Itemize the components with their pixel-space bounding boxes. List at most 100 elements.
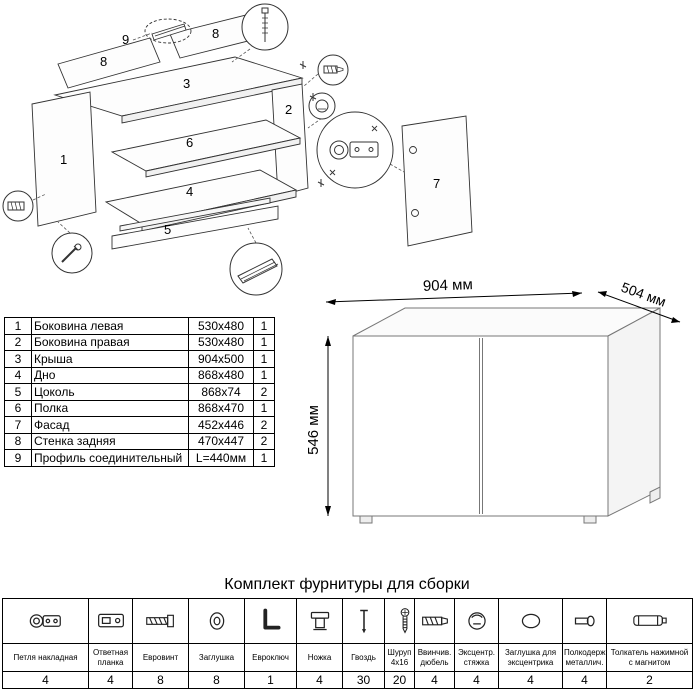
part-label-5: 5 (164, 222, 171, 237)
callout-cam-small (308, 92, 336, 120)
hardware-item-qty: 4 (414, 671, 455, 689)
part-qty: 1 (253, 366, 275, 384)
leader-line (307, 117, 323, 129)
hardware-item-qty: 4 (88, 671, 133, 689)
pushlatch-icon (606, 598, 693, 644)
leader-line (247, 227, 257, 244)
part-size: 452x446 (188, 416, 254, 434)
part-qty: 2 (253, 383, 275, 401)
dowel-icon (414, 598, 455, 644)
part-number: 8 (4, 432, 32, 450)
hardware-icons-row (2, 598, 693, 644)
part-label-7: 7 (433, 176, 440, 191)
hardware-item-qty: 4 (296, 671, 343, 689)
part-size: 470x447 (188, 432, 254, 450)
hexkey-icon (244, 598, 297, 644)
cabinet-drawing (352, 307, 661, 524)
part-label-8a: 8 (100, 54, 107, 69)
euroscrew-icon (132, 598, 189, 644)
hardware-item-qty: 20 (384, 671, 415, 689)
hardware-item-name: Петля накладная (2, 643, 89, 672)
hardware-item-name: Шуруп 4x16 (384, 643, 415, 672)
part-size: 868x470 (188, 399, 254, 417)
exploded-view-diagram: 1 2 3 4 5 6 7 8 8 9 (2, 3, 473, 296)
leader-line (389, 163, 405, 173)
part-name: Боковина левая (31, 317, 189, 335)
hardware-item-name: Полкодерж. металлич. (562, 643, 608, 672)
hardware-item-name: Ответная планка (88, 643, 133, 672)
dimension-height: 546 мм (305, 336, 331, 516)
part-qty: 1 (253, 333, 275, 351)
dimension-width: 904 мм (325, 278, 583, 305)
panel-top (53, 56, 304, 124)
part-label-4: 4 (186, 184, 193, 199)
part-label-2: 2 (285, 102, 292, 117)
part-number: 3 (4, 350, 32, 368)
hardware-item-name: Евровинт (132, 643, 189, 672)
hinge-icon (2, 598, 89, 644)
part-name: Дно (31, 366, 189, 384)
part-size: 868x74 (188, 383, 254, 401)
panel-back-left (57, 37, 161, 89)
hardware-item-name: Евроключ (244, 643, 297, 672)
hardware-item-name: Заглушка для эксцентрика (498, 643, 563, 672)
part-name: Профиль соединительный (31, 449, 189, 467)
connecting-profile (144, 18, 192, 44)
hardware-item-name: Толкатель нажимной с магнитом (606, 643, 693, 672)
part-name: Фасад (31, 416, 189, 434)
hardware-item-qty: 8 (132, 671, 189, 689)
hardware-item-name: Гвоздь (342, 643, 385, 672)
callout-screw-bottom-left (51, 232, 93, 274)
part-name: Цоколь (31, 383, 189, 401)
part-qty: 1 (253, 399, 275, 417)
plate-icon (88, 598, 133, 644)
svg-text:546 мм: 546 мм (305, 405, 322, 455)
hardware-item-qty: 4 (562, 671, 607, 689)
leader-line (231, 48, 251, 63)
callout-dowel (317, 54, 349, 86)
part-label-1: 1 (60, 152, 67, 167)
part-number: 4 (4, 366, 32, 384)
part-name: Полка (31, 399, 189, 417)
panel-shelf (110, 119, 302, 178)
cam-icon (454, 598, 499, 644)
camcap-icon (498, 598, 563, 644)
shelfpin-icon (562, 598, 607, 644)
leader-line (57, 221, 71, 234)
hardware-item-name: Ножка (296, 643, 343, 672)
part-size: 904x500 (188, 350, 254, 368)
hardware-kit-title: Комплект фурнитуры для сборки (224, 576, 470, 593)
part-label-3: 3 (183, 76, 190, 91)
panel-door (401, 115, 473, 247)
hardware-item-name: Эксцентр. стяжка (454, 643, 499, 672)
hardware-item-qty: 2 (606, 671, 693, 689)
panel-plinth (111, 197, 279, 250)
hardware-item-qty: 4 (2, 671, 89, 689)
part-size: 530x480 (188, 333, 254, 351)
hardware-item-qty: 4 (454, 671, 499, 689)
part-number: 5 (4, 383, 32, 401)
part-number: 1 (4, 317, 32, 335)
part-label-6: 6 (186, 135, 193, 150)
screw-icon (384, 598, 415, 644)
part-qty: 1 (253, 449, 275, 467)
callout-hinge (316, 111, 394, 189)
hardware-item-name: Заглушка (188, 643, 245, 672)
part-name: Стенка задняя (31, 432, 189, 450)
hardware-kit-section: Комплект фурнитуры для сборки Петля накл… (2, 576, 693, 689)
hardware-item-qty: 1 (244, 671, 297, 689)
leg-icon (296, 598, 343, 644)
